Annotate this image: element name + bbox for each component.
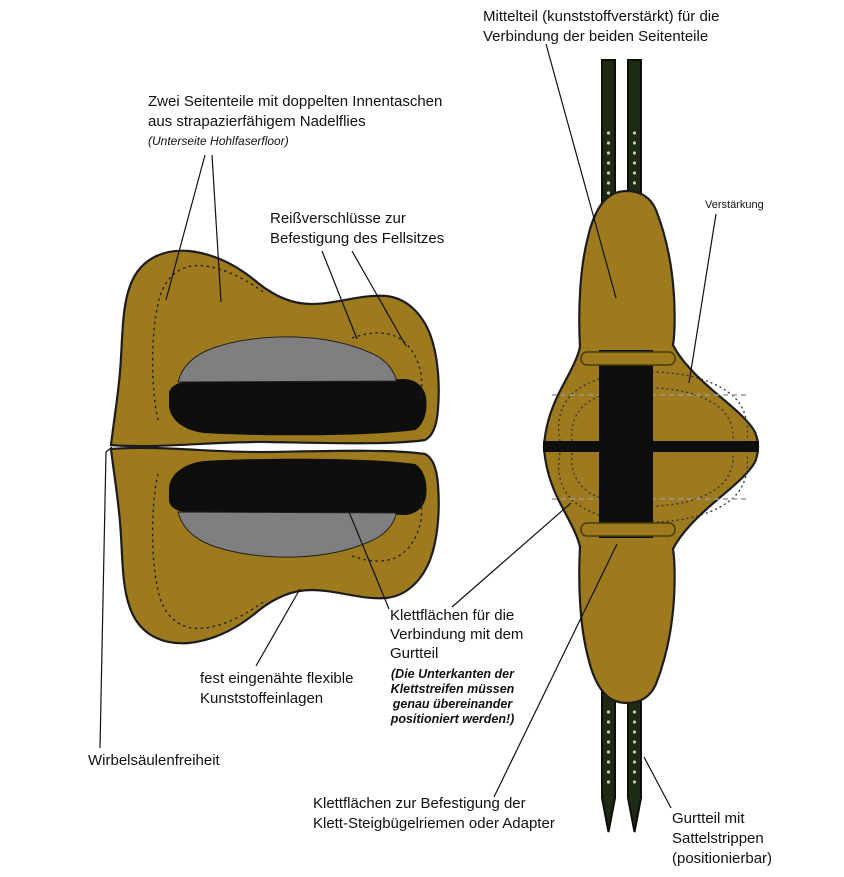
leader-line-reissverschluss-1: [321, 250, 358, 340]
leader-line-klett-gurtteil-2: [451, 502, 572, 608]
label-klett-gurtteil-note: (Die Unterkanten der Klettstreifen müsse…: [390, 667, 515, 726]
leader-line-reissverschluss-2: [351, 250, 407, 347]
leader-line-klett-gurtteil-1: [346, 506, 390, 610]
upper-slot-bar: [580, 351, 676, 366]
girth-strap-bottom: [601, 689, 642, 833]
leader-line-steigbuegel: [493, 543, 618, 798]
label-gurtteil: Gurtteil mit Sattelstrippen (positionier…: [672, 810, 773, 867]
label-verstaerkung: Verstärkung: [705, 199, 764, 211]
leader-line-kunststoffeinlagen: [255, 588, 301, 667]
leader-line-gurtteil: [643, 756, 672, 809]
upper-side-panel: [109, 249, 440, 448]
label-wirbelsaeulenfreiheit: Wirbelsäulenfreiheit: [88, 752, 220, 769]
leader-line-seitenteile-1: [165, 154, 206, 301]
leader-line-mittelteil: [545, 43, 617, 299]
label-seitenteile-note: (Unterseite Hohlfaserfloor): [148, 134, 289, 148]
lower-slot-bar: [580, 522, 676, 537]
leader-line-wirbelsaeule: [99, 446, 113, 749]
center-velcro-strip: [599, 350, 653, 538]
label-kunststoffeinlagen: fest eingenähte flexible Kunststoffeinla…: [200, 670, 354, 707]
label-klett-gurtteil: Klettflächen für die Verbindung mit dem …: [390, 607, 524, 662]
label-klett-steigbuegel: Klettflächen zur Befestigung der Klett-S…: [313, 795, 555, 832]
leader-line-verstaerkung: [688, 213, 717, 384]
girth-strap-top: [601, 59, 642, 213]
label-reissverschluesse: Reißverschlüsse zur Befestigung des Fell…: [270, 210, 445, 247]
label-seitenteile: Zwei Seitenteile mit doppelten Innentasc…: [148, 93, 443, 130]
leader-line-seitenteile-2: [211, 154, 222, 303]
label-mittelteil: Mittelteil (kunststoffverstärkt) für die…: [483, 8, 720, 45]
